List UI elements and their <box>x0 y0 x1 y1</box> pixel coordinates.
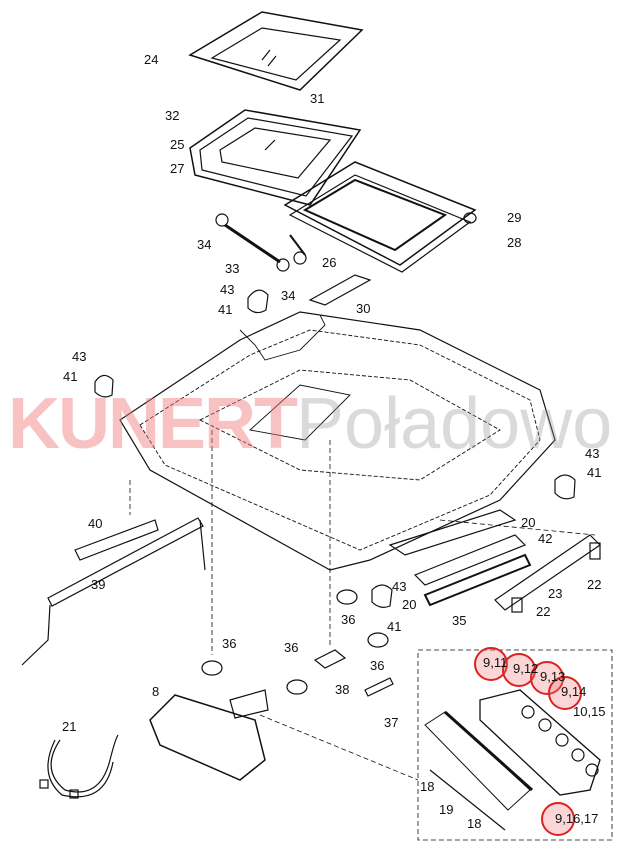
label-33: 33 <box>225 261 240 276</box>
label-27: 27 <box>170 161 185 176</box>
part-33-gas-strut <box>215 213 307 272</box>
label-37: 37 <box>384 715 399 730</box>
label-20: 20 <box>402 597 417 612</box>
label-36: 36 <box>222 636 237 651</box>
label-34: 34 <box>197 237 212 252</box>
part-25-27-window-frame <box>189 109 362 206</box>
label-36: 36 <box>284 640 299 655</box>
label-30: 30 <box>356 301 371 316</box>
part-36-knobs <box>201 589 389 695</box>
label-24: 24 <box>144 52 159 67</box>
label-43: 43 <box>220 282 235 297</box>
label-40: 40 <box>88 516 103 531</box>
part-38-37-lamps <box>313 649 394 697</box>
label-38: 38 <box>335 682 350 697</box>
label-22: 22 <box>536 604 551 619</box>
label-35: 35 <box>452 613 467 628</box>
label-34: 34 <box>281 288 296 303</box>
label-21: 21 <box>62 719 77 734</box>
label-41: 41 <box>387 619 402 634</box>
part-39-40-rail <box>21 517 206 666</box>
label-42: 42 <box>538 531 553 546</box>
label-26: 26 <box>322 255 337 270</box>
label-9-14: 9,14 <box>561 684 587 699</box>
label-23: 23 <box>548 586 563 601</box>
label-9-16-17: 9,16,17 <box>555 811 599 826</box>
part-28-29-hatch-frame <box>283 161 477 273</box>
label-18: 18 <box>420 779 435 794</box>
part-41-43-clips <box>94 289 576 608</box>
label-22: 22 <box>587 577 602 592</box>
label-18: 18 <box>467 816 482 831</box>
label-9-13: 9,13 <box>540 669 566 684</box>
highlight-circle <box>541 802 575 836</box>
label-32: 32 <box>165 108 180 123</box>
leader-lines <box>129 430 613 841</box>
part-20-35-42-vents <box>388 509 601 613</box>
label-43: 43 <box>72 349 87 364</box>
label-43: 43 <box>585 446 600 461</box>
label-8: 8 <box>152 684 160 699</box>
part-24-window-frame <box>188 11 364 91</box>
part-30-bracket <box>308 274 372 306</box>
part-8-console <box>149 689 269 781</box>
label-36: 36 <box>370 658 385 673</box>
label-19: 19 <box>439 802 454 817</box>
label-36: 36 <box>341 612 356 627</box>
label-10-15: 10,15 <box>573 704 606 719</box>
highlight-circle <box>548 676 582 710</box>
label-20: 20 <box>521 515 536 530</box>
label-41: 41 <box>63 369 78 384</box>
label-25: 25 <box>170 137 185 152</box>
part-18-19-switch-bezel <box>424 710 534 831</box>
label-9-12: 9,12 <box>513 661 539 676</box>
label-39: 39 <box>91 577 106 592</box>
label-41: 41 <box>587 465 602 480</box>
label-43: 43 <box>392 579 407 594</box>
part-roof-shell <box>119 311 556 571</box>
label-29: 29 <box>507 210 522 225</box>
part-9-10-switches <box>479 689 601 796</box>
label-9-11: 9,11 <box>483 655 508 670</box>
label-41: 41 <box>218 302 233 317</box>
label-31: 31 <box>310 91 325 106</box>
label-28: 28 <box>507 235 522 250</box>
part-21-cable <box>39 734 119 799</box>
